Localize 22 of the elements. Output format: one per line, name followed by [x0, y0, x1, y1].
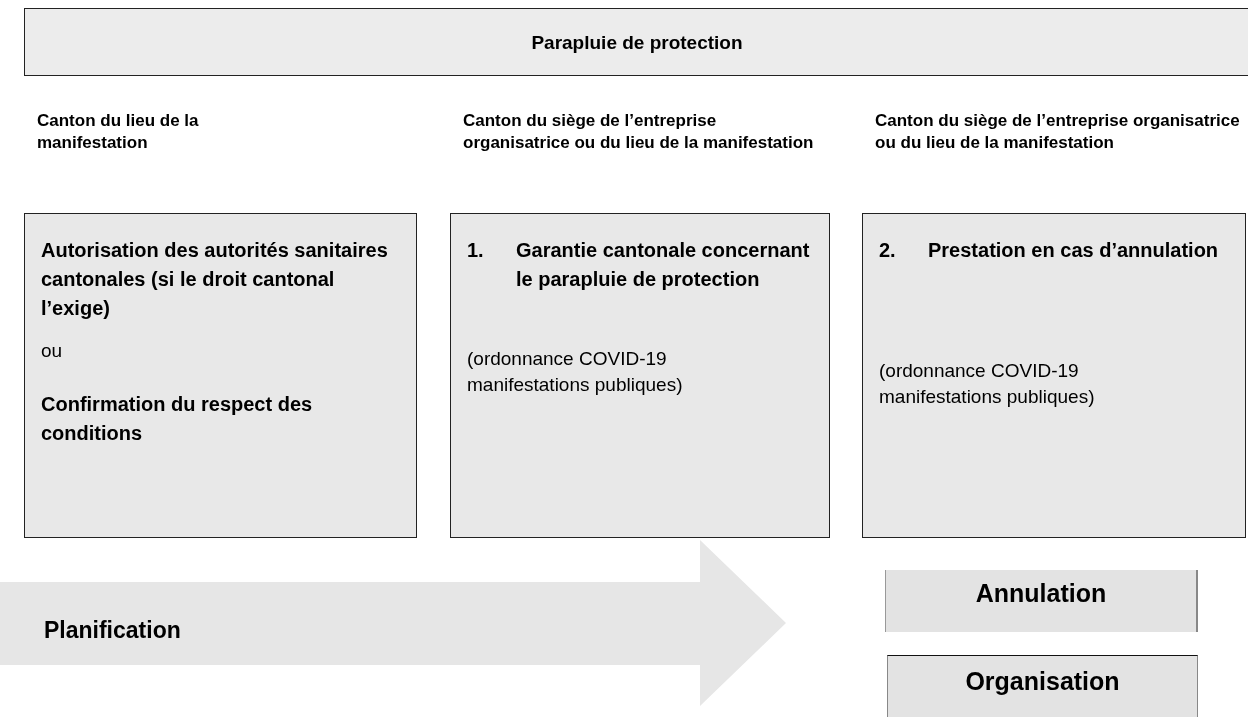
- step-number: 2.: [879, 238, 896, 263]
- step-number: 1.: [467, 238, 484, 263]
- column-heading: Canton du siège de l’entreprise organisatrice ou du lieu de la manifestation: [463, 110, 815, 154]
- phase-label: Annulation: [974, 578, 1108, 608]
- step-title: Prestation en cas d’annulation: [928, 238, 1220, 263]
- column-heading: Canton du siège de l’entreprise organisatrice ou du lieu de la manifestation: [875, 110, 1240, 154]
- phase-box: [885, 570, 1198, 632]
- phase-label: Planification: [44, 616, 181, 644]
- phase-label: Organisation: [964, 666, 1121, 696]
- process-box: [24, 213, 417, 538]
- banner-title: Parapluie de protection: [530, 31, 744, 55]
- connector-word: ou: [41, 339, 64, 363]
- column-heading: Canton du lieu de la manifestation: [37, 110, 200, 154]
- process-box: [450, 213, 830, 538]
- legal-reference: (ordonnance COVID-19 manifestations publiques): [879, 359, 1096, 409]
- banner-box: [24, 8, 1248, 76]
- step-title: Garantie cantonale concernant le parapluie de protection: [516, 238, 811, 292]
- legal-reference: (ordonnance COVID-19 manifestations publiques): [467, 347, 684, 397]
- process-box: [862, 213, 1246, 538]
- requirement-title: Autorisation des autorités sanitaires cantonales (si le droit cantonal l’exige): [41, 238, 389, 321]
- phase-box: [887, 655, 1198, 717]
- requirement-title: Confirmation du respect des conditions: [41, 392, 314, 446]
